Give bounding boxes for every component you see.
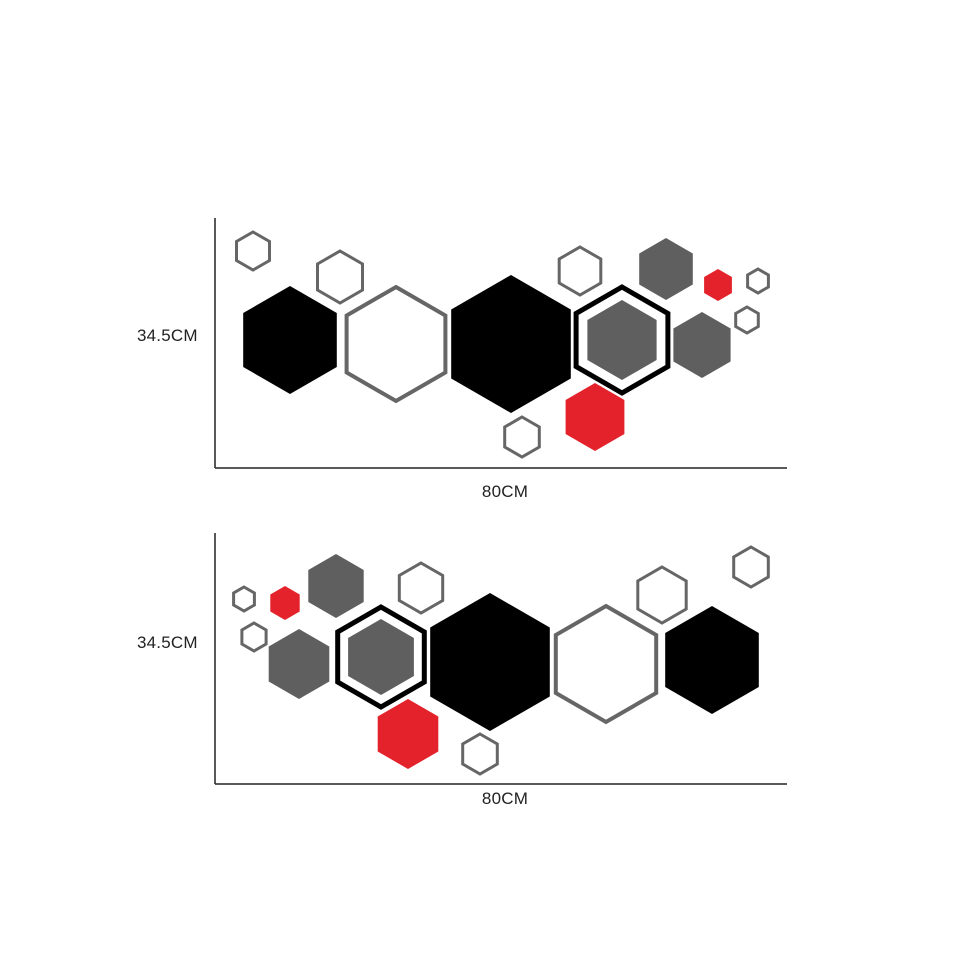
red-hexagon xyxy=(565,383,625,451)
outline-hexagon xyxy=(557,245,603,297)
outline-hexagon xyxy=(553,603,659,725)
outline-hexagon xyxy=(732,545,770,589)
outline-hexagon xyxy=(746,267,770,295)
gray-hexagon xyxy=(587,300,657,380)
gray-hexagon xyxy=(348,619,414,695)
black-hexagon xyxy=(243,286,337,394)
height-dimension-label: 34.5CM xyxy=(137,633,198,652)
layout-diagram-top: 34.5CM 80CM xyxy=(0,200,960,520)
gray-hexagon xyxy=(268,629,330,699)
gray-hexagon xyxy=(673,312,731,378)
width-dimension-label: 80CM xyxy=(481,789,529,808)
outline-hexagon xyxy=(235,230,271,272)
hexagon-arrangement-top xyxy=(214,218,787,469)
outline-hexagon xyxy=(636,565,688,625)
black-frame-hexagon xyxy=(573,284,671,396)
width-dimension-label: 80CM xyxy=(481,482,529,501)
red-hexagon xyxy=(270,586,300,620)
black-hexagon xyxy=(451,275,571,413)
black-hexagon xyxy=(430,593,550,731)
gray-hexagon xyxy=(308,554,364,618)
outline-hexagon xyxy=(397,561,445,615)
height-dimension-label: 34.5CM xyxy=(137,326,198,345)
outline-hexagon xyxy=(344,284,448,404)
black-hexagon xyxy=(665,606,759,714)
red-hexagon xyxy=(704,269,732,301)
gray-hexagon xyxy=(639,238,693,300)
outline-hexagon xyxy=(503,415,541,459)
hexagon-arrangement-bottom xyxy=(214,533,787,785)
outline-hexagon xyxy=(461,732,499,776)
outline-hexagon xyxy=(734,305,760,335)
layout-diagram-bottom: 34.5CM 80CM xyxy=(0,520,960,820)
outline-hexagon xyxy=(240,621,268,653)
black-frame-hexagon xyxy=(335,604,427,710)
red-hexagon xyxy=(377,699,439,769)
outline-hexagon xyxy=(232,585,256,613)
outline-hexagon xyxy=(316,249,364,305)
